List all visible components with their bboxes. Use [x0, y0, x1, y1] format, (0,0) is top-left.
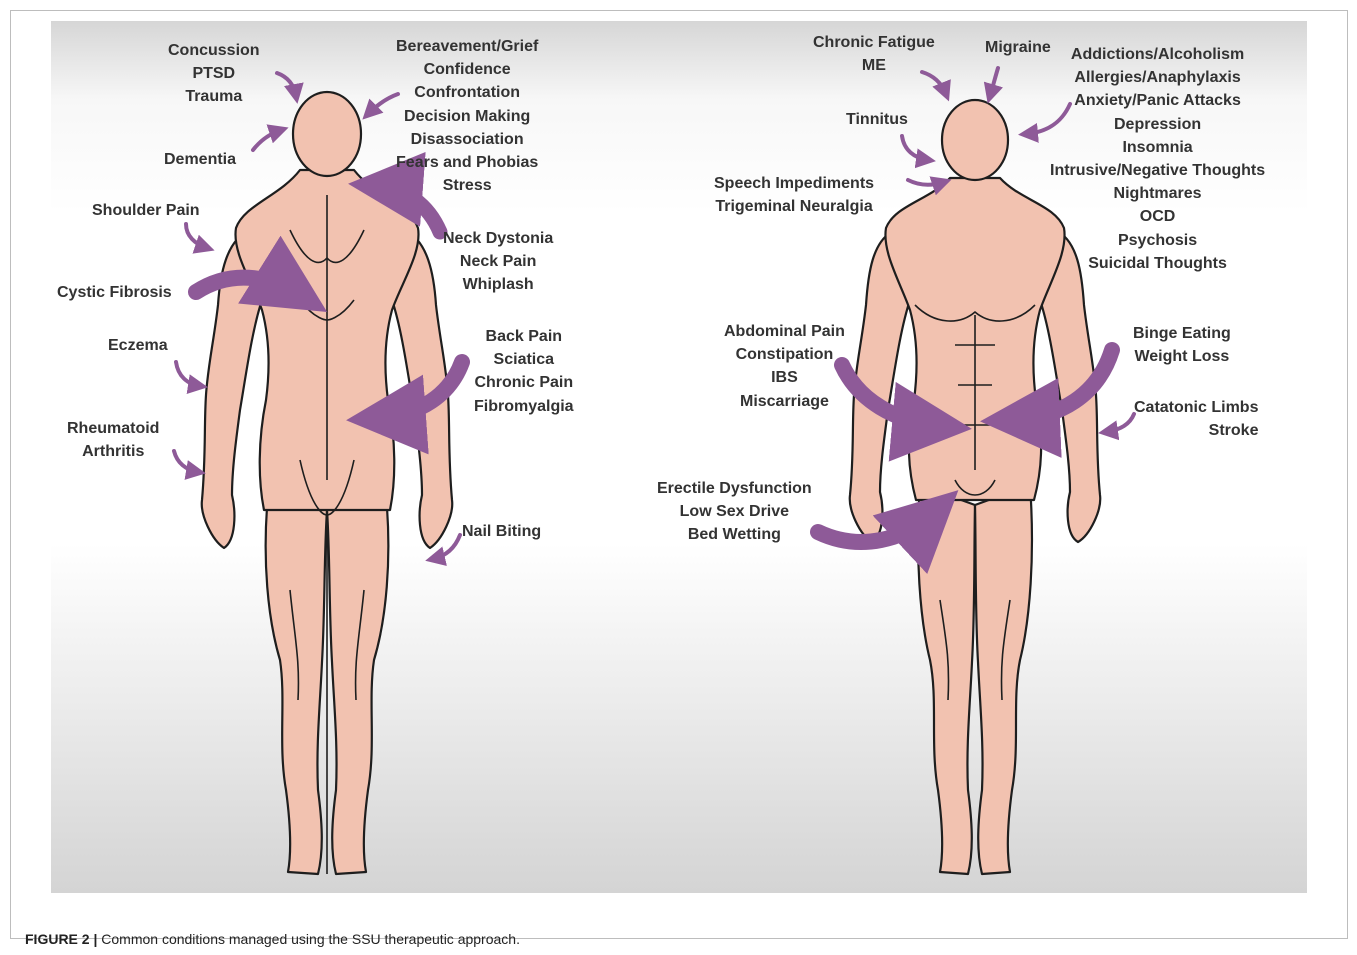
label-neck-dystonia: Neck Dystonia — [443, 227, 553, 250]
arrow-concussion — [277, 73, 296, 96]
label-group-emotional: Bereavement/Grief Confidence Confrontati… — [396, 35, 538, 197]
arrow-dementia — [253, 130, 281, 150]
arrow-limbs — [1106, 414, 1134, 432]
label-nail-biting: Nail Biting — [462, 520, 541, 543]
label-chronic-pain: Chronic Pain — [474, 371, 574, 394]
label-allergies: Allergies/Anaphylaxis — [1050, 66, 1265, 89]
label-group-sexual: Erectile Dysfunction Low Sex Drive Bed W… — [657, 477, 812, 547]
label-erectile-dysfunction: Erectile Dysfunction — [657, 477, 812, 500]
label-disassociation: Disassociation — [396, 128, 538, 151]
label-group-back: Back Pain Sciatica Chronic Pain Fibromya… — [474, 325, 574, 418]
caption-label: FIGURE 2 | — [25, 931, 97, 947]
label-confidence: Confidence — [396, 58, 538, 81]
label-trauma: Trauma — [168, 85, 260, 108]
label-whiplash: Whiplash — [443, 273, 553, 296]
label-group-tinnitus: Tinnitus — [846, 108, 908, 131]
label-ocd: OCD — [1050, 205, 1265, 228]
label-anxiety: Anxiety/Panic Attacks — [1050, 89, 1265, 112]
label-group-speech: Speech Impediments Trigeminal Neuralgia — [714, 172, 874, 218]
label-trigeminal-neuralgia: Trigeminal Neuralgia — [714, 195, 874, 218]
arrow-eczema — [176, 362, 200, 386]
label-decision-making: Decision Making — [396, 105, 538, 128]
label-sciatica: Sciatica — [474, 348, 574, 371]
label-group-neck: Neck Dystonia Neck Pain Whiplash — [443, 227, 553, 297]
label-miscarriage: Miscarriage — [724, 390, 845, 413]
label-stroke: Stroke — [1134, 419, 1258, 442]
label-binge-eating: Binge Eating — [1133, 322, 1231, 345]
label-group-shoulder: Shoulder Pain — [92, 199, 200, 222]
label-bed-wetting: Bed Wetting — [657, 523, 812, 546]
label-cystic-fibrosis: Cystic Fibrosis — [57, 281, 172, 304]
label-chronic-fatigue: Chronic Fatigue — [813, 31, 935, 54]
label-speech-impediments: Speech Impediments — [714, 172, 874, 195]
label-shoulder-pain: Shoulder Pain — [92, 199, 200, 222]
front-left-leg — [918, 485, 975, 874]
arrow-tinnitus — [902, 136, 928, 160]
caption-text: Common conditions managed using the SSU … — [97, 931, 520, 947]
label-addictions: Addictions/Alcoholism — [1050, 43, 1265, 66]
label-eczema: Eczema — [108, 334, 168, 357]
label-low-sex-drive: Low Sex Drive — [657, 500, 812, 523]
label-constipation: Constipation — [724, 343, 845, 366]
label-intrusive-thoughts: Intrusive/Negative Thoughts — [1050, 159, 1265, 182]
label-catatonic-limbs: Catatonic Limbs — [1134, 396, 1258, 419]
back-right-leg — [327, 495, 388, 874]
label-arthritis: Arthritis — [67, 440, 159, 463]
label-psychosis: Psychosis — [1050, 229, 1265, 252]
label-fears-phobias: Fears and Phobias — [396, 151, 538, 174]
label-concussion: Concussion — [168, 39, 260, 62]
label-dementia: Dementia — [164, 148, 236, 171]
label-group-dementia: Dementia — [164, 148, 236, 171]
label-nightmares: Nightmares — [1050, 182, 1265, 205]
label-group-head-trauma: Concussion PTSD Trauma — [168, 39, 260, 109]
label-group-joints: Rheumatoid Arthritis — [67, 417, 159, 463]
label-ptsd: PTSD — [168, 62, 260, 85]
arrow-migraine — [990, 68, 998, 96]
label-stress: Stress — [396, 174, 538, 197]
label-ibs: IBS — [724, 366, 845, 389]
front-right-leg — [975, 485, 1032, 874]
label-back-pain: Back Pain — [474, 325, 574, 348]
arrow-shoulder — [186, 224, 207, 248]
label-fibromyalgia: Fibromyalgia — [474, 395, 574, 418]
label-neck-pain: Neck Pain — [443, 250, 553, 273]
label-abdominal-pain: Abdominal Pain — [724, 320, 845, 343]
label-group-lungs: Cystic Fibrosis — [57, 281, 172, 304]
label-weight-loss: Weight Loss — [1133, 345, 1231, 368]
label-group-limbs: Catatonic Limbs Stroke — [1134, 396, 1258, 442]
label-group-fatigue: Chronic Fatigue ME — [813, 31, 935, 77]
label-migraine: Migraine — [985, 36, 1051, 59]
label-group-abdomen: Abdominal Pain Constipation IBS Miscarri… — [724, 320, 845, 413]
label-tinnitus: Tinnitus — [846, 108, 908, 131]
label-bereavement: Bereavement/Grief — [396, 35, 538, 58]
front-head — [942, 100, 1008, 180]
label-confrontation: Confrontation — [396, 81, 538, 104]
label-suicidal-thoughts: Suicidal Thoughts — [1050, 252, 1265, 275]
label-group-skin: Eczema — [108, 334, 168, 357]
arrow-speech — [908, 180, 944, 185]
label-group-eating: Binge Eating Weight Loss — [1133, 322, 1231, 368]
label-group-migraine: Migraine — [985, 36, 1051, 59]
label-depression: Depression — [1050, 113, 1265, 136]
back-head — [293, 92, 361, 176]
label-group-mind: Addictions/Alcoholism Allergies/Anaphyla… — [1050, 43, 1265, 275]
back-figure — [202, 92, 452, 874]
arrow-rheumatoid — [174, 451, 198, 472]
back-left-leg — [266, 495, 327, 874]
label-me: ME — [813, 54, 935, 77]
label-insomnia: Insomnia — [1050, 136, 1265, 159]
figure-caption: FIGURE 2 | Common conditions managed usi… — [25, 931, 520, 947]
arrow-bereavement — [368, 94, 398, 114]
label-group-nails: Nail Biting — [462, 520, 541, 543]
label-rheumatoid: Rheumatoid — [67, 417, 159, 440]
